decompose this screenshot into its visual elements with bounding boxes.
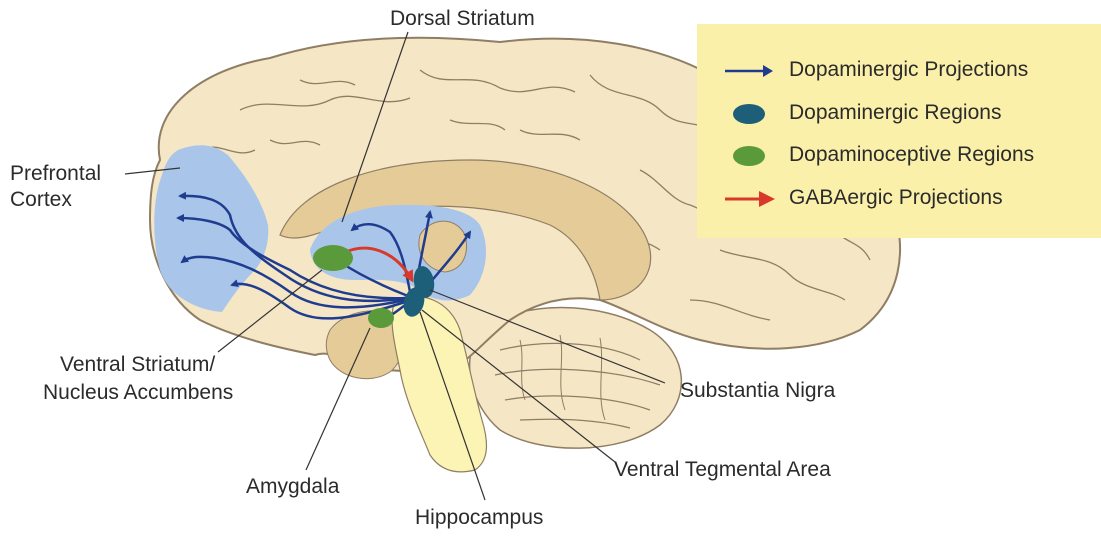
legend-label: GABAergic Projections — [789, 186, 1003, 210]
green-ellipse-icon — [719, 141, 779, 171]
legend-item-dopaminergic-projections: Dopaminergic Projections — [697, 56, 1101, 86]
red-arrow-icon — [719, 184, 779, 214]
label-dorsal-striatum: Dorsal Striatum — [390, 6, 535, 31]
label-prefrontal-line1: Prefrontal — [10, 161, 101, 186]
label-hippocampus: Hippocampus — [415, 505, 543, 530]
label-ventral-striatum-line1: Ventral Striatum/ — [60, 352, 215, 377]
legend-label: Dopaminergic Projections — [789, 58, 1028, 82]
amygdala-ellipse — [368, 308, 394, 328]
label-ventral-striatum-line2: Nucleus Accumbens — [43, 380, 233, 405]
ventral-striatum-ellipse — [313, 245, 353, 271]
label-ventral-tegmental-area: Ventral Tegmental Area — [614, 457, 831, 482]
blue-arrow-icon — [719, 56, 779, 86]
legend-label: Dopaminoceptive Regions — [789, 143, 1034, 167]
legend-item-dopaminergic-regions: Dopaminergic Regions — [697, 99, 1101, 129]
label-prefrontal-line2: Cortex — [10, 187, 72, 212]
legend-item-gabaergic-projections: GABAergic Projections — [697, 184, 1101, 214]
legend-item-dopaminoceptive-regions: Dopaminoceptive Regions — [697, 141, 1101, 171]
label-substantia-nigra: Substantia Nigra — [680, 378, 835, 403]
label-amygdala: Amygdala — [246, 474, 339, 499]
teal-ellipse-icon — [719, 99, 779, 129]
legend-label: Dopaminergic Regions — [789, 101, 1001, 125]
legend: Dopaminergic Projections Dopaminergic Re… — [697, 24, 1101, 238]
